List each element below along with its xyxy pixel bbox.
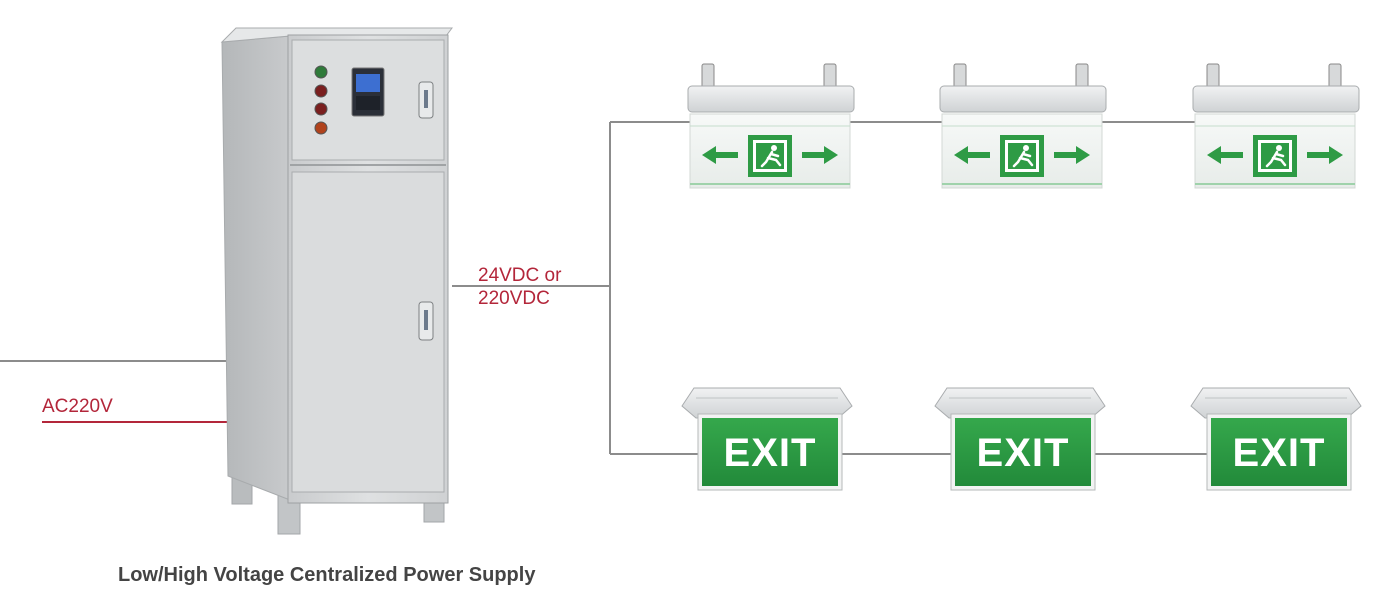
left-arrow-icon	[1207, 146, 1243, 164]
right-arrow-icon	[1307, 146, 1343, 164]
exit-sign: EXIT	[1190, 387, 1362, 491]
directional-exit-sign	[1192, 63, 1360, 189]
directional-exit-sign	[687, 63, 855, 189]
exit-signs-row: EXIT EXIT EXIT	[681, 387, 1362, 491]
indicator-lamp-orange	[314, 121, 328, 135]
right-arrow-icon	[1054, 146, 1090, 164]
dc-output-label-line2: 220VDC	[478, 288, 550, 309]
exit-sign: EXIT	[681, 387, 853, 491]
exit-sign-text: EXIT	[1233, 431, 1326, 475]
cabinet-caption: Low/High Voltage Centralized Power Suppl…	[118, 564, 536, 586]
exit-sign-face	[1211, 418, 1347, 486]
directional-signs-row	[687, 63, 1360, 189]
left-arrow-icon	[702, 146, 738, 164]
indicator-lamp-red	[314, 84, 328, 98]
indicator-lamp-green	[314, 65, 328, 79]
indicator-lamp-red	[314, 102, 328, 116]
sign-housing	[1192, 85, 1360, 113]
dc-output-label-line1: 24VDC or	[478, 265, 562, 286]
sign-housing	[939, 85, 1107, 113]
left-arrow-icon	[954, 146, 990, 164]
exit-sign-text: EXIT	[724, 431, 817, 475]
exit-sign: EXIT	[934, 387, 1106, 491]
ac-input-label: AC220V	[42, 396, 113, 417]
directional-exit-sign	[939, 63, 1107, 189]
sign-housing	[687, 85, 855, 113]
exit-sign-face	[955, 418, 1091, 486]
exit-sign-text: EXIT	[977, 431, 1070, 475]
right-arrow-icon	[802, 146, 838, 164]
cabinet-side	[221, 35, 291, 501]
power-supply-cabinet	[220, 27, 453, 535]
exit-sign-face	[702, 418, 838, 486]
